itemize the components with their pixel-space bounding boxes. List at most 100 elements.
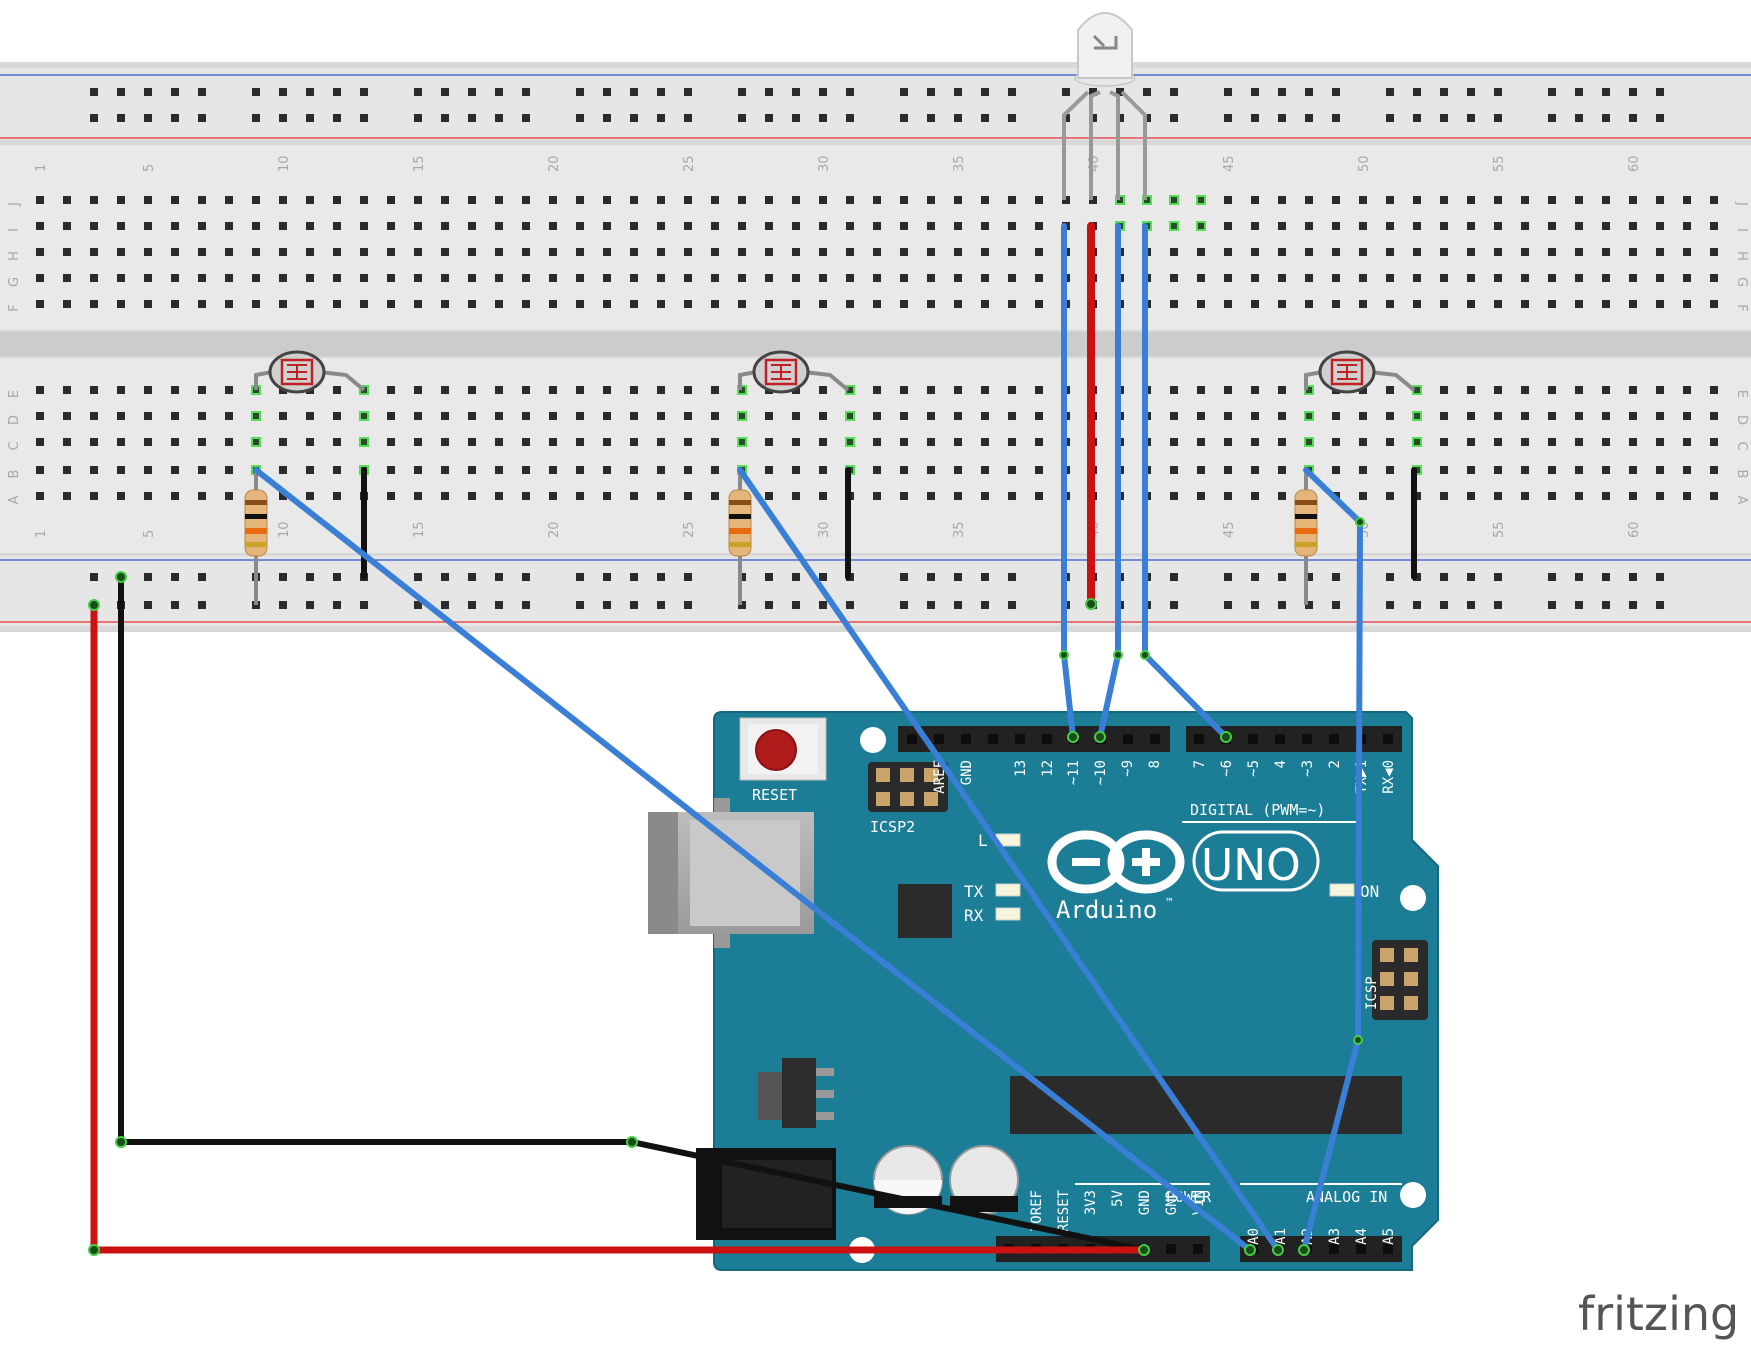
- breadboard-hole: [819, 114, 827, 122]
- header-pin[interactable]: [934, 734, 944, 744]
- header-pin[interactable]: [1383, 734, 1393, 744]
- breadboard-hole: [441, 466, 449, 474]
- header-pin[interactable]: [1123, 734, 1133, 744]
- breadboard-hole: [1169, 221, 1179, 231]
- breadboard-hole: [900, 412, 908, 420]
- breadboard-hole: [1602, 573, 1610, 581]
- breadboard-hole: [522, 466, 530, 474]
- header-pin[interactable]: [1275, 734, 1285, 744]
- header-pin[interactable]: [1356, 1244, 1366, 1254]
- breadboard-hole: [1683, 386, 1691, 394]
- photoresistor-1[interactable]: [254, 350, 366, 394]
- breadboard-hole: [1332, 466, 1340, 474]
- header-pin[interactable]: [1302, 734, 1312, 744]
- reset-button[interactable]: [739, 717, 827, 781]
- breadboard-hole: [657, 601, 665, 609]
- breadboard-hole: [737, 437, 747, 447]
- breadboard-hole: [1359, 300, 1367, 308]
- breadboard-hole: [225, 300, 233, 308]
- breadboard-hole: [1278, 88, 1286, 96]
- header-pin[interactable]: [1150, 734, 1160, 744]
- header-pin[interactable]: [1015, 734, 1025, 744]
- header-pin[interactable]: [1194, 734, 1204, 744]
- breadboard-hole: [1224, 601, 1232, 609]
- header-pin[interactable]: [988, 734, 998, 744]
- breadboard-hole: [144, 248, 152, 256]
- pin-label-5v: 5V: [1110, 1189, 1126, 1206]
- breadboard-hole: [1494, 601, 1502, 609]
- resistor-2[interactable]: [728, 470, 752, 605]
- breadboard-hole: [765, 196, 773, 204]
- breadboard-hole: [171, 573, 179, 581]
- breadboard-hole: [387, 222, 395, 230]
- header-pin[interactable]: [1166, 1244, 1176, 1254]
- breadboard-hole: [63, 492, 71, 500]
- breadboard-hole: [1710, 248, 1718, 256]
- header-pin[interactable]: [961, 734, 971, 744]
- header-pin[interactable]: [1042, 734, 1052, 744]
- breadboard-hole: [468, 88, 476, 96]
- voltage-regulator: [758, 1058, 834, 1128]
- breadboard-hole: [1521, 438, 1529, 446]
- header-pin[interactable]: [1383, 1244, 1393, 1254]
- breadboard-hole: [1656, 300, 1664, 308]
- pin-label-5: ~5: [1246, 760, 1262, 777]
- breadboard-hole: [359, 437, 369, 447]
- blue-wire-sensor-3[interactable]: [1301, 467, 1363, 1253]
- breadboard-hole: [414, 88, 422, 96]
- header-pin[interactable]: [1248, 734, 1258, 744]
- breadboard-hole: [1683, 248, 1691, 256]
- breadboard-hole: [441, 88, 449, 96]
- breadboard-hole: [738, 222, 746, 230]
- header-pin[interactable]: [907, 734, 917, 744]
- breadboard-hole: [1656, 438, 1664, 446]
- breadboard-hole: [1575, 412, 1583, 420]
- breadboard-hole: [684, 386, 692, 394]
- column-number: 25: [682, 521, 697, 538]
- black-gnd-wire[interactable]: [118, 574, 1147, 1253]
- breadboard-hole: [1629, 274, 1637, 282]
- row-letter: J: [7, 202, 22, 207]
- breadboard-hole: [279, 412, 287, 420]
- breadboard-hole: [1304, 411, 1314, 421]
- breadboard-hole: [1440, 573, 1448, 581]
- resistor-3[interactable]: [1294, 470, 1318, 605]
- column-number: 5: [142, 164, 157, 172]
- breadboard-hole: [117, 248, 125, 256]
- blue-wire-sensor-2[interactable]: [737, 467, 1281, 1253]
- header-pin[interactable]: [1329, 1244, 1339, 1254]
- breadboard-hole: [198, 412, 206, 420]
- breadboard-hole: [36, 222, 44, 230]
- breadboard-hole: [1521, 492, 1529, 500]
- header-pin[interactable]: [1193, 1244, 1203, 1254]
- breadboard-hole: [900, 248, 908, 256]
- breadboard-hole: [576, 438, 584, 446]
- breadboard-hole: [845, 437, 855, 447]
- breadboard-hole: [1602, 222, 1610, 230]
- breadboard-hole: [198, 573, 206, 581]
- breadboard-hole: [1575, 573, 1583, 581]
- on-label: ON: [1360, 882, 1379, 901]
- breadboard-hole: [171, 196, 179, 204]
- breadboard-hole: [630, 466, 638, 474]
- breadboard-hole: [765, 300, 773, 308]
- resistor-1[interactable]: [244, 470, 268, 605]
- breadboard-hole: [144, 300, 152, 308]
- breadboard-hole: [414, 412, 422, 420]
- rgb-led[interactable]: [1062, 12, 1147, 200]
- breadboard-hole: [1467, 386, 1475, 394]
- breadboard-hole: [1656, 274, 1664, 282]
- photoresistor-3[interactable]: [1304, 350, 1416, 394]
- header-pin[interactable]: [1329, 734, 1339, 744]
- column-number: 30: [817, 521, 832, 538]
- breadboard-hole: [171, 601, 179, 609]
- breadboard-hole: [792, 466, 800, 474]
- breadboard-hole: [36, 466, 44, 474]
- photoresistor-2[interactable]: [738, 350, 850, 394]
- breadboard-hole: [1548, 466, 1556, 474]
- breadboard-hole: [1251, 196, 1259, 204]
- breadboard-hole: [360, 248, 368, 256]
- breadboard-hole: [1224, 492, 1232, 500]
- breadboard-hole: [333, 601, 341, 609]
- blue-wire-sensor-1[interactable]: [253, 467, 1253, 1253]
